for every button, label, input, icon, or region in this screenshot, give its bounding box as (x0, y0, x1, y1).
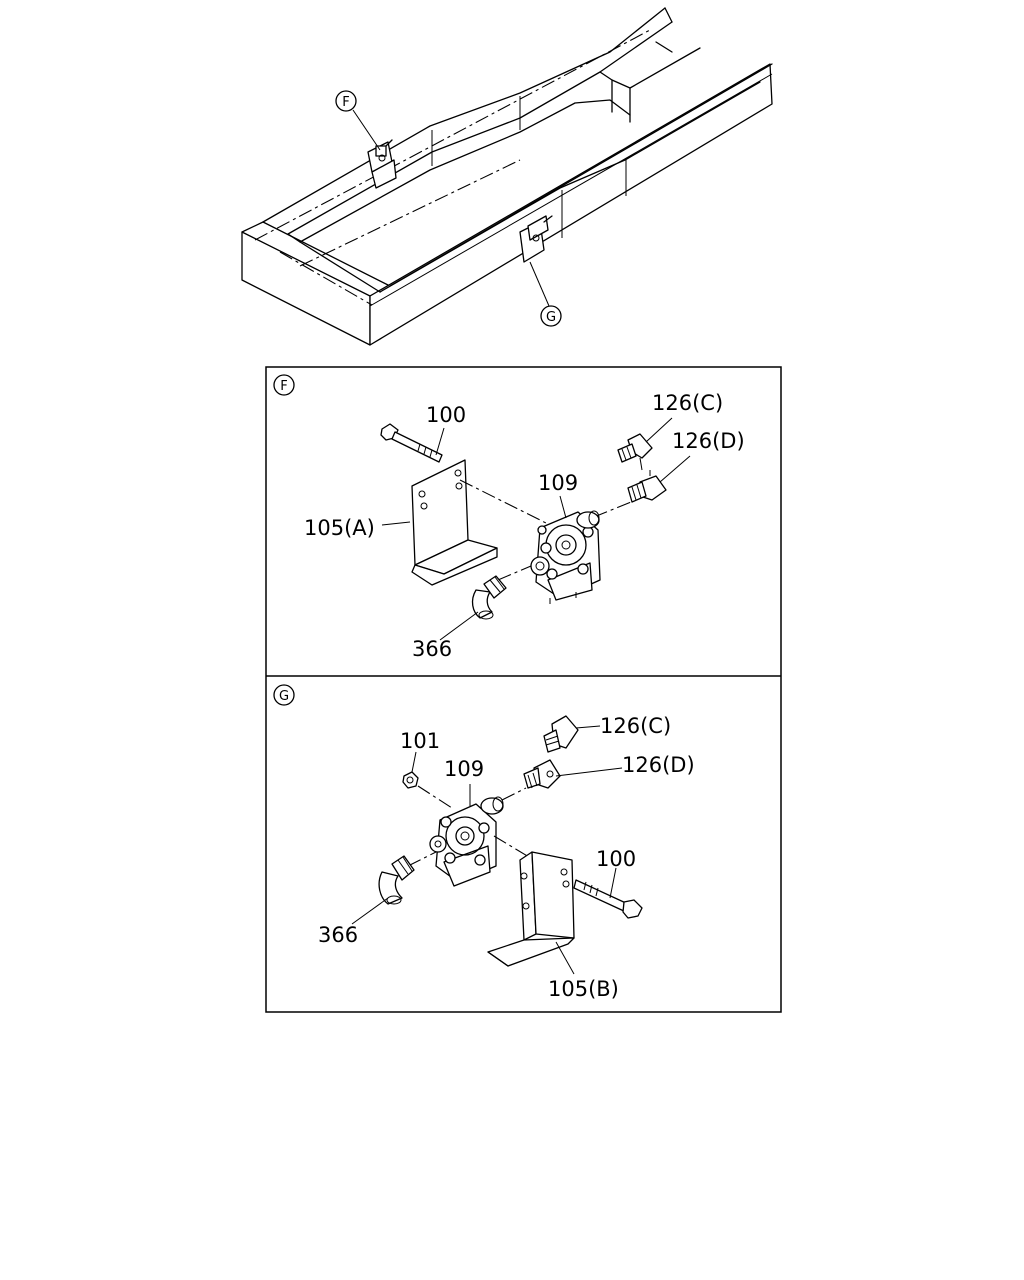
label-g-105b: 105(B) (548, 977, 619, 1001)
label-g-366: 366 (318, 923, 358, 947)
align-line-g1 (417, 785, 453, 809)
label-f-126d: 126(D) (672, 429, 745, 453)
callout-g-circle: G (540, 305, 562, 327)
elbow-126d-f (627, 470, 667, 503)
align-line-f3 (593, 499, 637, 518)
bolt-100-g (573, 879, 643, 919)
leader-g-100 (609, 867, 617, 899)
nut-101-g (402, 771, 419, 789)
label-f-105a: 105(A) (304, 516, 375, 540)
leader-g-366 (351, 897, 389, 925)
label-f-109: 109 (538, 471, 578, 495)
callout-f-circle: F (335, 90, 357, 112)
leader-f-126d (659, 455, 691, 483)
elbow-366-g (378, 855, 415, 905)
elbow-126c-f (617, 433, 653, 471)
leader-f-126c (645, 417, 673, 443)
elbow-126c-g (543, 715, 579, 753)
align-line-g2 (501, 787, 527, 801)
label-f-100: 100 (426, 403, 466, 427)
leader-g-126c (575, 725, 601, 729)
leader-f-100 (435, 427, 445, 456)
svg-text:G: G (279, 689, 289, 704)
detail-g-tag: G (273, 684, 295, 706)
valve-f-on-frame (367, 139, 397, 189)
label-g-101: 101 (400, 729, 440, 753)
label-f-126c: 126(C) (652, 391, 723, 415)
label-g-126c: 126(C) (600, 714, 671, 738)
bracket-105b (487, 851, 575, 967)
valve-109-f (530, 510, 601, 604)
elbow-126d-g (523, 759, 561, 789)
bolt-100-f (380, 423, 443, 463)
leader-g (529, 261, 550, 307)
align-line-g3 (407, 851, 437, 867)
leader-f-109 (559, 495, 567, 519)
leader-f-366 (439, 611, 479, 641)
detail-frame (265, 366, 782, 1013)
bracket-105a (411, 459, 498, 586)
svg-text:F: F (280, 379, 287, 394)
leader-f-105a (381, 521, 411, 526)
svg-text:F: F (342, 95, 349, 110)
detail-f-tag: F (273, 374, 295, 396)
leader-g-105b (555, 941, 575, 975)
label-g-109: 109 (444, 757, 484, 781)
valve-g-on-frame (519, 215, 553, 263)
elbow-366-f (471, 575, 507, 620)
svg-text:G: G (546, 310, 556, 325)
chassis-frame (241, 7, 773, 346)
align-line-f1 (459, 479, 549, 525)
label-f-366: 366 (412, 637, 452, 661)
label-g-126d: 126(D) (622, 753, 695, 777)
label-g-100: 100 (596, 847, 636, 871)
leader-g-101 (411, 751, 417, 773)
leader-f (352, 109, 381, 151)
leader-g-126d (555, 767, 623, 777)
valve-109-g (429, 796, 504, 887)
